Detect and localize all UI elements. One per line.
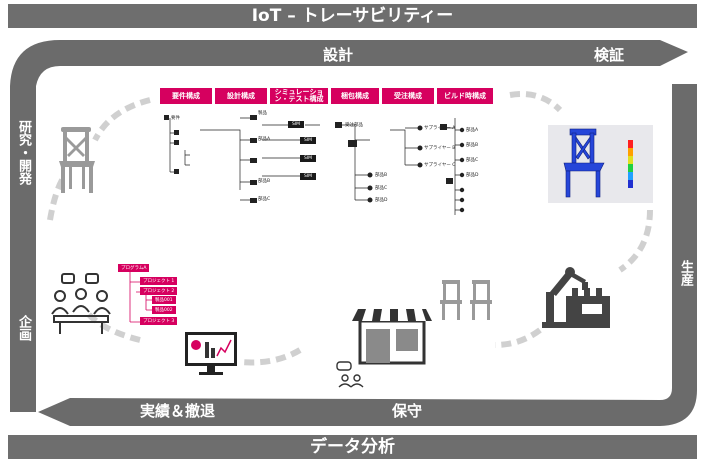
program-project-1: プロジェクト 1 (140, 277, 178, 285)
node-vendor-part-b: 部品B (375, 173, 388, 178)
node-vendor-part-d: 部品D (375, 198, 388, 203)
header-design: 設計構成 (215, 88, 267, 104)
label-verify: 検証 (594, 46, 625, 64)
node-product: 製品 (258, 111, 267, 116)
program-project-3: プロジェクト 3 (140, 317, 178, 325)
node-part-b: 部品B (258, 179, 271, 184)
header-build: ビルド時構成 (437, 88, 493, 104)
program-root: プログラムA (118, 264, 150, 272)
customer-chat-icon (336, 361, 364, 388)
header-order: 受注構成 (382, 88, 434, 104)
sim-node-3: SIM (300, 155, 316, 162)
label-maintenance: 保守 (392, 402, 423, 420)
label-results: 実績＆撤退 (140, 402, 216, 420)
label-planning: 企画 (16, 315, 31, 341)
header-requirements: 要件構成 (160, 88, 212, 104)
node-part-a: 部品A (258, 137, 271, 142)
node-complete-part-d: 部品D (466, 173, 479, 178)
program-project-2: プロジェクト 2 (140, 287, 178, 295)
meeting-people-icon (51, 273, 111, 334)
program-product-001: 製品001 (152, 296, 176, 304)
storefront-icon (352, 309, 432, 365)
node-supplier-c: サプライヤー C (424, 163, 456, 168)
dashboard-monitor-icon (185, 332, 237, 375)
node-part-c: 部品C (258, 197, 271, 202)
sim-node-2: SIM (300, 137, 316, 144)
node-supplier-b: サプライヤー B (424, 146, 456, 151)
program-product-002: 製品002 (152, 306, 176, 314)
factory-robot-icon (542, 267, 610, 328)
sim-node-1: SIM (288, 121, 304, 128)
label-production: 生産 (678, 260, 693, 286)
two-chairs-icon (440, 280, 492, 320)
label-research: 研究・開発 (16, 120, 31, 185)
node-complete-part-c: 部品C (466, 158, 479, 163)
top-banner: IoT – トレーサビリティー (8, 4, 697, 28)
node-complete-part-b: 部品B (466, 143, 479, 148)
chair-icon (59, 127, 95, 193)
node-requirement: 要件 (171, 116, 180, 121)
label-design: 設計 (323, 46, 354, 64)
header-simulation: シミュレーション・テスト構成 (270, 88, 328, 104)
node-order-part: 受注部品 (345, 123, 363, 128)
sim-node-4: SIM (300, 173, 316, 180)
cad-simulation-image (548, 125, 653, 203)
header-packaging: 梱包構成 (331, 88, 379, 104)
node-vendor-part-c: 部品C (375, 186, 388, 191)
node-complete-part-a: 部品A (466, 128, 479, 133)
bottom-banner: データ分析 (8, 435, 697, 459)
node-supplier-a: サプライヤー A (424, 126, 456, 131)
